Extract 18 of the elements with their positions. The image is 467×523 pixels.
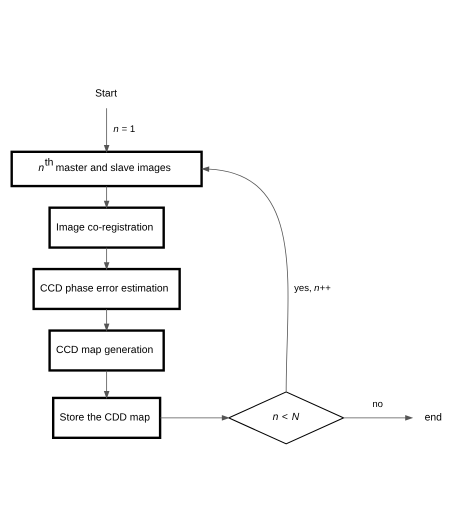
node-box: Image co-registration [48,206,165,249]
edge-label: n = 1 [113,124,136,135]
node-box: CCD phase error estimation [32,268,181,310]
arrow [343,415,414,421]
arrow [160,415,230,421]
arrow [104,308,110,332]
node-text: end [424,412,442,424]
arrow [104,370,110,400]
arrow [104,108,110,153]
arrow [104,186,110,209]
arrow [201,166,288,392]
edge-label: yes, n++ [294,283,331,294]
edge-label: no [372,398,383,410]
node-box: CCD map generation [48,329,165,372]
node-text: Start [95,88,117,100]
node-box: Store the CDD map [52,396,162,440]
arrow [104,247,110,270]
node-diamond: n < N [227,391,345,444]
